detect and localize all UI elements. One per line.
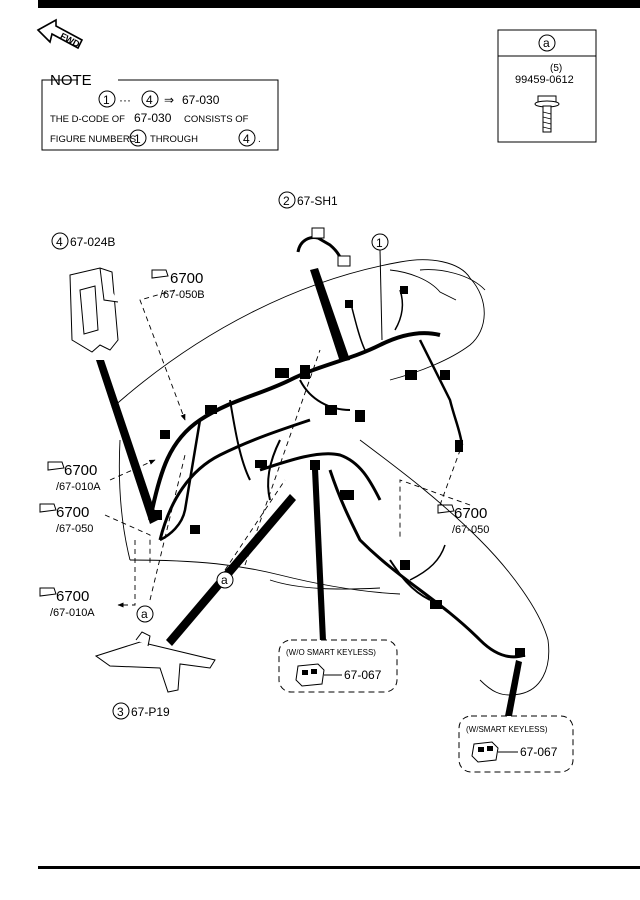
callout-2-circle: [278, 191, 296, 209]
note-range-end: 4: [146, 93, 153, 107]
bolt-spec-box: a (5) 99459-0612: [497, 29, 597, 143]
note-line3-n2: 4: [243, 132, 250, 146]
callout-2-num: 2: [283, 194, 290, 208]
bolt-icon: [534, 95, 560, 133]
callout-leaders: [96, 249, 522, 716]
reference-4-main: 6700: [56, 588, 89, 605]
sub-harness-2-icon: [296, 227, 351, 267]
bolt-marker-2: [136, 605, 154, 623]
callout-3-code: 67-P19: [131, 705, 170, 719]
note-title: NOTE: [50, 72, 92, 89]
reference-4: 6700 /67-010A: [39, 587, 95, 619]
callout-4-code: 67-024B: [70, 235, 115, 249]
reference-2-sub: /67-010A: [56, 481, 101, 493]
callout-1-num: 1: [376, 236, 383, 250]
bracket-3-icon: [94, 631, 216, 693]
w-smart-keyless-box: (W/SMART KEYLESS) 67-067: [458, 715, 574, 773]
connector-icon: [295, 663, 325, 687]
callout-3-num: 3: [117, 705, 124, 719]
reference-hand-icon: [151, 269, 169, 279]
w-smart-code: 67-067: [520, 745, 558, 759]
reference-leaders: [104, 289, 471, 608]
note-line3-mid: THROUGH: [150, 134, 198, 145]
bolt-box-letter: a: [543, 36, 550, 50]
callout-2-code: 67-SH1: [297, 194, 338, 208]
note-range-start: 1: [103, 93, 110, 107]
reference-hand-icon: [47, 461, 65, 471]
wo-smart-title: (W/O SMART KEYLESS): [286, 648, 376, 657]
note-line3-a: FIGURE NUMBERS: [50, 134, 136, 145]
wo-smart-code: 67-067: [344, 668, 382, 682]
reference-3: 6700 /67-050: [39, 503, 93, 535]
note-line2-a: THE D-CODE OF: [50, 114, 125, 125]
reference-hand-icon: [39, 503, 57, 513]
note-range-sep: ···: [119, 93, 131, 107]
note-box: NOTE 1 ··· 4 ⇒ 67-030 THE D-CODE OF 67-0…: [41, 72, 279, 151]
reference-1-main: 6700: [170, 270, 203, 287]
note-range-arrow: ⇒: [164, 93, 174, 107]
reference-5: 6700 /67-050: [437, 504, 489, 536]
note-line2-b: CONSISTS OF: [184, 114, 249, 125]
bolt-marker-1-letter: a: [221, 573, 228, 587]
callout-3-circle: [112, 702, 130, 720]
bolt-marker-1: [216, 571, 234, 589]
wo-smart-keyless-box: (W/O SMART KEYLESS) 67-067: [278, 639, 398, 693]
bolt-box-qty: (5): [550, 63, 562, 74]
wire-harness: [148, 289, 526, 659]
fwd-arrow-icon: FWD: [36, 18, 84, 50]
reference-2-main: 6700: [64, 462, 97, 479]
callout-4-num: 4: [56, 235, 63, 249]
bolt-box-part-number: 99459-0612: [515, 74, 574, 86]
callout-1-circle: [371, 233, 389, 251]
note-line3-end: .: [258, 134, 261, 145]
bolt-marker-2-letter: a: [141, 607, 148, 621]
bottom-border-bar: [38, 866, 640, 869]
note-line2-code: 67-030: [134, 111, 172, 125]
w-smart-title: (W/SMART KEYLESS): [466, 725, 548, 734]
reference-3-main: 6700: [56, 504, 89, 521]
reference-2: 6700 /67-010A: [47, 461, 101, 493]
note-range-code: 67-030: [182, 93, 220, 107]
top-border-bar: [38, 0, 640, 8]
reference-4-sub: /67-010A: [50, 607, 95, 619]
reference-1: 6700 /67-050B: [151, 269, 205, 301]
reference-1-sub: /67-050B: [160, 289, 205, 301]
reference-5-sub: /67-050: [452, 524, 489, 536]
reference-5-main: 6700: [454, 505, 487, 522]
bracket-4-icon: [69, 267, 119, 353]
reference-hand-icon: [39, 587, 57, 597]
callout-4-circle: [51, 232, 69, 250]
reference-3-sub: /67-050: [56, 523, 93, 535]
note-line3-n1: 1: [134, 132, 141, 146]
reference-hand-icon: [437, 504, 455, 514]
connector-icon: [471, 741, 499, 763]
